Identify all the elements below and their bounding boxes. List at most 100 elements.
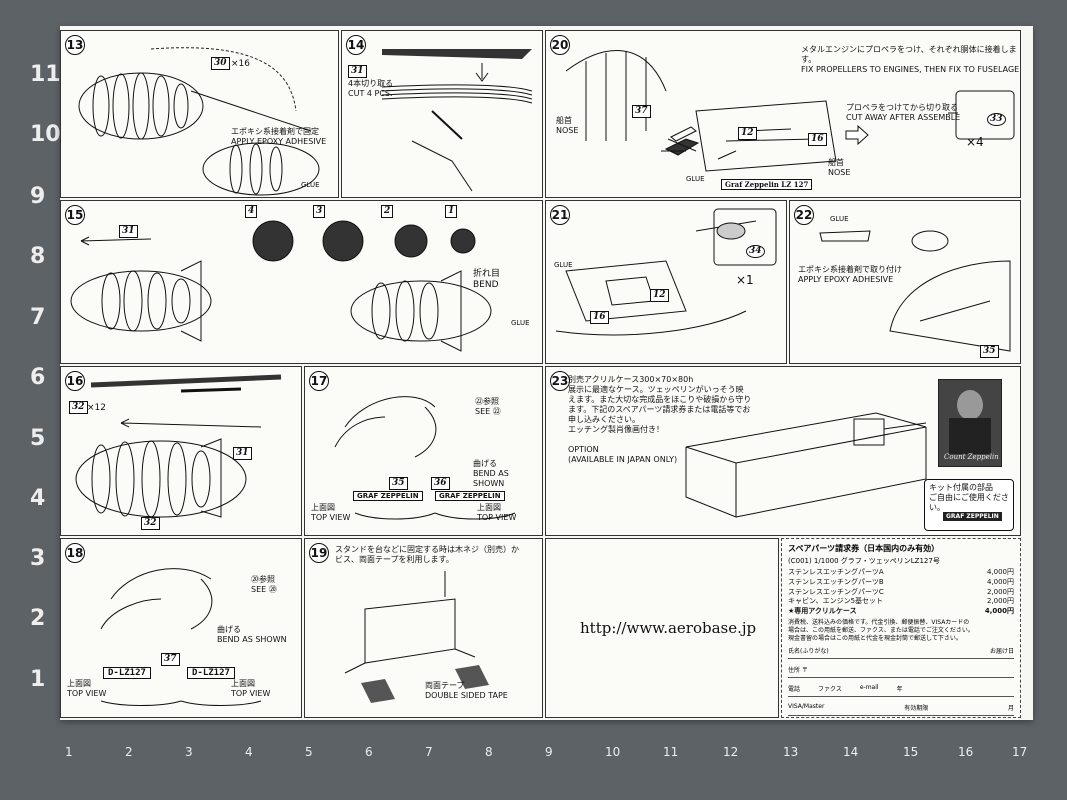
kit-included-text: キット付属の部品 ご自由にご使用ください。 — [929, 483, 1009, 512]
cutting-illustration — [381, 49, 533, 192]
step-19-panel: 19 スタンドを台などに固定する時は木ネジ（別売）か ビス、両面テープを利用しま… — [304, 538, 543, 718]
website-url[interactable]: http://www.aerobase.jp — [580, 619, 757, 637]
step-number: 23 — [550, 371, 570, 391]
top-view-label-2: 上面図 TOP VIEW — [231, 679, 271, 698]
name-field[interactable]: 氏名(ふりがな)お届け日 — [788, 646, 1014, 660]
glue-marker: GLUE — [554, 261, 573, 269]
tail-view-1: 1 — [445, 205, 458, 218]
part-label-33: 33 — [987, 113, 1006, 126]
part-label-35: 35 — [980, 345, 999, 358]
instruction-sheet: 13 30 ×16 エポキシ系接着剤で固定 APPLY EPOXY ADHESI… — [60, 26, 1033, 720]
part-label-32b: 32 — [141, 517, 160, 530]
part-label-37: 37 — [161, 653, 180, 666]
step-16-panel: 16 32 ×12 31 32 — [60, 366, 302, 536]
top-view-label: 上面図 TOP VIEW — [311, 503, 351, 522]
part-label-34: 34 — [746, 245, 765, 258]
portrait-caption: Count Zeppelin — [944, 453, 999, 461]
step-number: 17 — [309, 371, 329, 391]
part-label-16: 16 — [808, 133, 827, 146]
step-number: 15 — [65, 205, 85, 225]
instruction-text: 4本切り取る CUT 4 PCS. — [348, 79, 394, 98]
tail-fin-illustration — [70, 220, 492, 352]
cut-instruction: プロペラをつけてから切り取る CUT AWAY AFTER ASSEMBLE — [846, 103, 961, 122]
tail-view-3: 3 — [313, 205, 326, 218]
quantity: ×4 — [966, 135, 984, 149]
part-label-32: 32 — [69, 401, 88, 414]
step-number: 22 — [794, 205, 814, 225]
nose-label: 船首 NOSE — [556, 116, 579, 135]
step-17-panel: 17 ㉒参照 SEE ㉒ 曲げる BEND AS SHOWN 35 36 GRA… — [304, 366, 543, 536]
step-22-panel: 22 エポキシ系接着剤で取り付け APPLY EPOXY ADHESIVE 35… — [789, 200, 1021, 364]
engine-illustration — [565, 50, 1015, 172]
order-form-title: スペアパーツ請求券（日本国内のみ有効） — [788, 544, 940, 553]
step-15-panel: 15 31 4 3 2 1 折れ目 BEND GLUE — [60, 200, 543, 364]
step-number: 19 — [309, 543, 329, 563]
fold-label: 折れ目 BEND — [473, 269, 501, 291]
spare-parts-order-form: スペアパーツ請求券（日本国内のみ有効） (C001) 1/1000 グラフ・ツェ… — [781, 538, 1021, 718]
step-14-panel: 14 31 4本切り取る CUT 4 PCS. — [341, 30, 543, 198]
kit-nameplate: GRAF ZEPPELIN — [943, 512, 1002, 521]
top-view-label: 上面図 TOP VIEW — [67, 679, 107, 698]
instruction-text: メタルエンジンにプロペラをつけ、それぞれ胴体に接着します。 FIX PROPEL… — [801, 45, 1020, 74]
step-number: 18 — [65, 543, 85, 563]
part-quantity: ×16 — [231, 59, 250, 69]
glue-marker: GLUE — [301, 181, 320, 189]
mat-ruler-horizontal: 1 2 3 4 5 6 7 8 9 10 11 12 13 14 15 16 1… — [65, 745, 1028, 759]
part-label-16: 16 — [590, 311, 609, 324]
nameplate-flat: GRAF ZEPPELIN — [353, 491, 423, 501]
reference-text: ⑳参照 SEE ⑳ — [251, 575, 277, 594]
part-label-12: 12 — [650, 289, 669, 302]
cabin-illustration — [819, 230, 1011, 352]
display-plate: Graf Zeppelin LZ 127 — [721, 179, 813, 190]
part-label: 31 — [119, 225, 138, 238]
step-18-panel: 18 ⑳参照 SEE ⑳ 曲げる BEND AS SHOWN 37 D-LZ12… — [60, 538, 302, 718]
kit-included-callout: キット付属の部品 ご自由にご使用ください。 GRAF ZEPPELIN — [924, 479, 1014, 531]
step-number: 14 — [346, 35, 366, 55]
instruction-text: エポキシ系接着剤で固定 APPLY EPOXY ADHESIVE — [231, 127, 327, 146]
website-panel: http://www.aerobase.jp — [545, 538, 779, 718]
glue-marker: GLUE — [511, 319, 530, 327]
instruction-text: エポキシ系接着剤で取り付け APPLY EPOXY ADHESIVE — [798, 265, 902, 284]
nameplate-bent: GRAF ZEPPELIN — [435, 491, 505, 501]
quantity: ×1 — [736, 273, 754, 287]
address-field[interactable]: 住所 〒 — [788, 659, 1014, 679]
part-label: 30 — [211, 57, 230, 70]
part-label-31: 31 — [233, 447, 252, 460]
option-description: 別売アクリルケース300×70×80h 展示に最適なケース。ツェッペリンがいっそ… — [568, 375, 752, 464]
order-form-subtitle: (C001) 1/1000 グラフ・ツェッペリンLZ127号 — [788, 557, 940, 565]
part-quantity: ×12 — [87, 403, 106, 413]
part-label-37: 37 — [632, 105, 651, 118]
order-note: 消費税、送料込みの価格です。代金引換、郵便振替、VISAカードの 場合は、この用… — [788, 618, 974, 642]
top-view-label-2: 上面図 TOP VIEW — [477, 503, 517, 522]
step-13-panel: 13 30 ×16 エポキシ系接着剤で固定 APPLY EPOXY ADHESI… — [60, 30, 339, 198]
step-number: 16 — [65, 371, 85, 391]
count-zeppelin-portrait — [938, 379, 1002, 467]
step-23-panel: 23 別売アクリルケース300×70×80h 展示に最適なケース。ツェッペリンが… — [545, 366, 1021, 536]
nose-label-2: 船首 NOSE — [828, 158, 851, 177]
part-label: 31 — [348, 65, 367, 78]
mat-ruler-vertical: 11 10 9 8 7 6 5 4 3 2 1 — [30, 62, 61, 692]
step-number: 13 — [65, 35, 85, 55]
nameplate-bending-illustration — [334, 396, 516, 520]
registration-flat: D-LZ127 — [103, 667, 151, 679]
hull-frame-illustration — [78, 47, 320, 196]
stringer-illustration — [75, 374, 282, 518]
step-number: 21 — [550, 205, 570, 225]
step-21-panel: 21 12 16 34 ×1 GLUE — [545, 200, 787, 364]
stand-illustration — [344, 571, 489, 703]
step-20-panel: 20 メタルエンジンにプロペラをつけ、それぞれ胴体に接着します。 FIX PRO… — [545, 30, 1021, 198]
part-label-12: 12 — [738, 127, 757, 140]
bend-instruction: 曲げる BEND AS SHOWN — [473, 459, 509, 488]
tail-view-2: 2 — [381, 205, 394, 218]
glue-marker: GLUE — [686, 175, 705, 183]
tail-view-4: 4 — [245, 205, 258, 218]
reference-text: ㉒参照 SEE ㉒ — [475, 397, 501, 416]
step-number: 20 — [550, 35, 570, 55]
bend-instruction: 曲げる BEND AS SHOWN — [217, 625, 287, 644]
